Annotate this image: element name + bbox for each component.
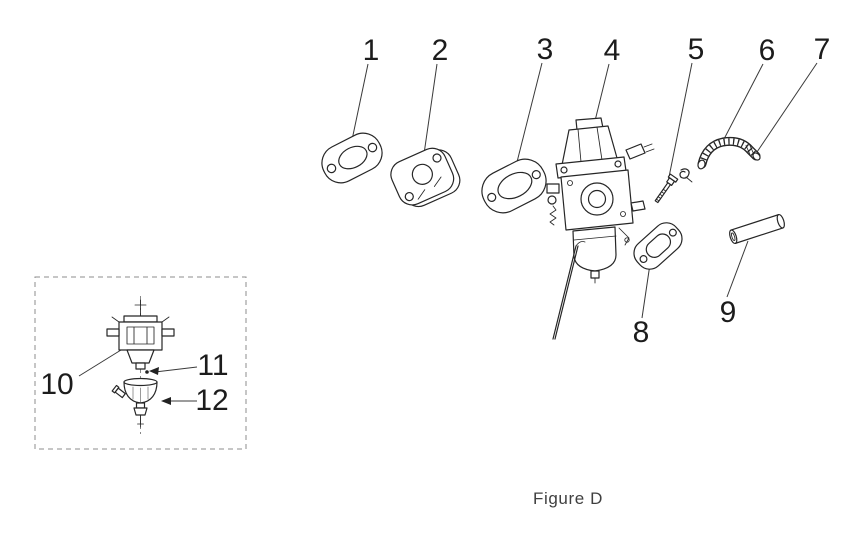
part-4-carburetor-drawing — [546, 117, 655, 340]
callout-3: 3 — [537, 33, 554, 66]
part-9-tube-drawing — [729, 213, 785, 245]
part-7-clip-drawing — [679, 168, 693, 183]
part-8-gasket-drawing — [633, 222, 683, 270]
callout-6: 6 — [759, 34, 776, 67]
callout-7: 7 — [814, 33, 831, 66]
leader-line-5 — [667, 62, 693, 183]
leader-arrow-11 — [149, 367, 159, 375]
leader-arrow-12 — [161, 397, 171, 405]
callout-5: 5 — [688, 33, 705, 66]
figure-caption: Figure D — [533, 489, 603, 508]
leader-line-2 — [423, 63, 438, 155]
part-6-fuel-hose-drawing — [697, 136, 761, 170]
callout-8: 8 — [633, 316, 650, 349]
part-3-gasket-drawing — [481, 158, 547, 214]
needle-valve-dot — [145, 370, 149, 374]
callout-4: 4 — [604, 34, 621, 67]
part-5-screw-drawing — [654, 173, 679, 204]
leader-line-3 — [515, 62, 543, 167]
part-2-insulator-drawing — [390, 147, 461, 208]
callout-9: 9 — [720, 296, 737, 329]
callout-12: 12 — [195, 384, 228, 417]
callout-2: 2 — [432, 34, 449, 67]
leader-line-8 — [641, 263, 651, 319]
leader-line-10 — [78, 349, 122, 377]
inset-detail-box — [34, 276, 247, 450]
leader-line-9 — [726, 240, 749, 298]
leader-line-11 — [154, 366, 198, 373]
callout-11: 11 — [197, 349, 228, 382]
callout-1: 1 — [363, 34, 380, 67]
leader-line-7 — [756, 62, 818, 153]
callout-10: 10 — [40, 368, 73, 401]
leader-line-6 — [722, 63, 764, 142]
part-10-carburetor-detail-drawing — [106, 299, 175, 428]
part-1-gasket-drawing — [321, 132, 383, 184]
leader-line-1 — [351, 63, 369, 141]
